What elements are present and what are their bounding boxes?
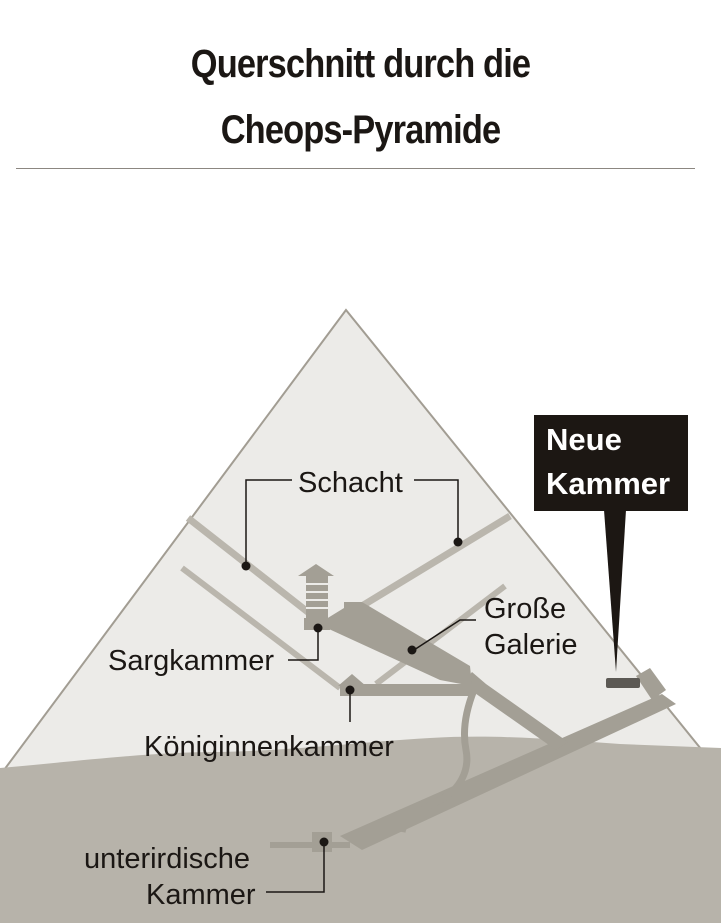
relief-chamber-roof <box>298 564 334 576</box>
callout-kammer: Kammer <box>546 466 670 501</box>
label-sargkammer: Sargkammer <box>108 645 274 677</box>
title-line-2: Cheops-Pyramide <box>220 108 501 152</box>
leader-sargkammer <box>288 628 319 661</box>
leader-schacht-left <box>245 479 292 566</box>
shaft-upper-left <box>185 515 321 623</box>
kings-chamber <box>298 564 334 630</box>
callout-neue: Neue <box>546 422 622 457</box>
leader-dots <box>241 537 463 847</box>
new-chamber-junction <box>636 668 666 700</box>
leader-unterirdische <box>266 842 325 893</box>
shaft-lower-right <box>374 583 507 687</box>
callout-box <box>534 415 688 511</box>
label-schacht: Schacht <box>298 467 403 499</box>
air-shafts <box>180 513 512 691</box>
new-chamber-callout: Neue Kammer <box>534 415 688 672</box>
label-grosse-galerie-2: Galerie <box>484 629 578 661</box>
shaft-lower-left <box>180 565 342 691</box>
relief-chambers <box>306 576 328 620</box>
queens-passage <box>346 684 474 696</box>
subterranean-passage <box>270 842 350 848</box>
grand-gallery <box>318 602 472 686</box>
title-divider <box>16 168 695 169</box>
label-unterirdische-2: Kammer <box>146 879 256 911</box>
label-unterirdische-1: unterirdische <box>84 843 250 875</box>
title-line-1: Querschnitt durch die <box>190 42 531 86</box>
well-shaft <box>398 688 478 834</box>
leader-lines <box>245 479 476 893</box>
callout-pointer <box>604 510 626 672</box>
label-koeniginnenkammer: Königinnenkammer <box>144 731 394 763</box>
ascending-passage <box>462 672 568 750</box>
new-chamber <box>606 678 640 688</box>
leader-galerie <box>413 619 476 651</box>
label-grosse-galerie-1: Große <box>484 593 566 625</box>
shaft-upper-right <box>350 513 512 615</box>
leader-schacht-right <box>414 479 459 542</box>
